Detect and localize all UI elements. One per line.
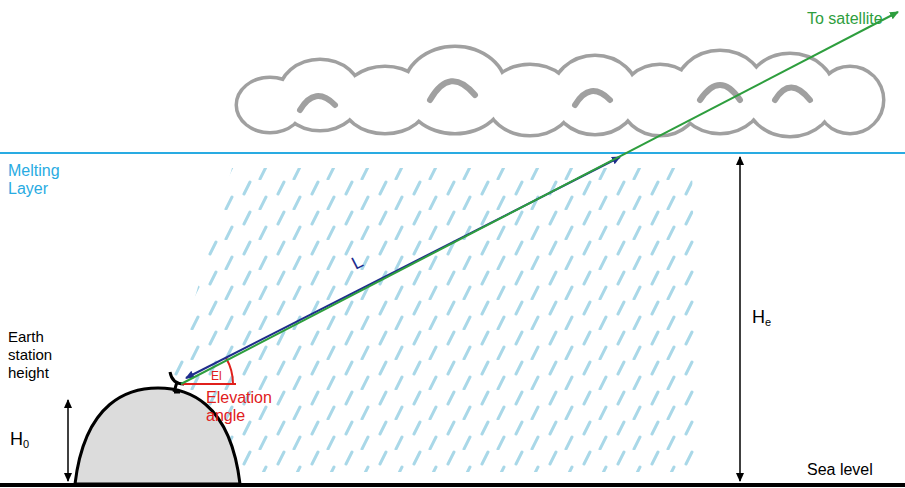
clouds bbox=[238, 48, 882, 135]
station-height-label: Earth station height bbox=[8, 328, 80, 382]
horizontal-reference bbox=[181, 383, 236, 385]
antenna-dish bbox=[170, 372, 184, 392]
sea-level-label: Sea level bbox=[807, 461, 902, 479]
layer-label: Melting Layer bbox=[8, 162, 78, 198]
destination-label: To satellite bbox=[807, 10, 902, 28]
angle-label: Elevation angle bbox=[206, 389, 292, 425]
melting-layer-line bbox=[0, 152, 905, 154]
rain bbox=[145, 168, 700, 472]
cloud-curls bbox=[300, 81, 810, 110]
elevation-arc bbox=[226, 358, 233, 384]
angle-symbol: El bbox=[211, 370, 225, 383]
station-height-symbol: H0 bbox=[10, 430, 50, 448]
station-height-arrow bbox=[67, 400, 69, 481]
height-arrow bbox=[739, 157, 741, 481]
satellite-path bbox=[181, 12, 898, 384]
clouds-fill bbox=[238, 48, 882, 135]
height-label: He bbox=[752, 308, 792, 326]
